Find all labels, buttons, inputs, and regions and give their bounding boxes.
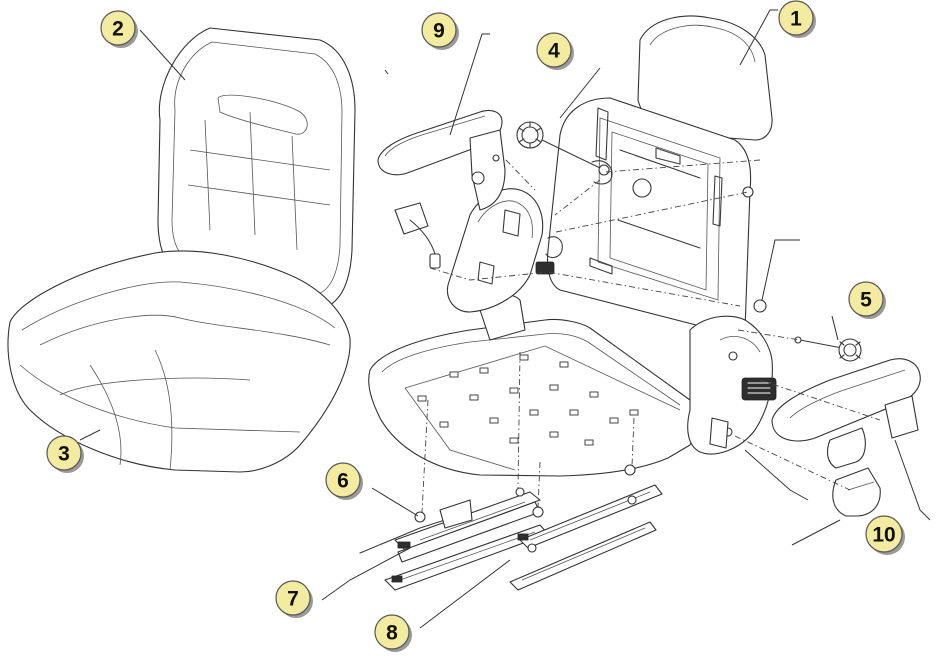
seat-belt-buckle — [394, 202, 441, 269]
callout-label: 7 — [287, 588, 299, 611]
left-hinge-bracket — [446, 188, 563, 313]
right-armrest — [771, 358, 921, 517]
assembly-lines — [421, 159, 881, 513]
slide-rails — [359, 464, 663, 591]
seat-cushion — [7, 250, 351, 473]
pan-slots — [417, 354, 639, 446]
callout-6: 6 — [325, 462, 363, 500]
callout-label: 6 — [337, 470, 349, 493]
callout-label: 8 — [386, 622, 398, 645]
right-knob — [794, 336, 862, 362]
backrest-knob — [516, 121, 610, 176]
callout-label: 9 — [433, 20, 445, 43]
callout-label: 3 — [58, 443, 70, 466]
callout-2: 2 — [100, 10, 138, 48]
callout-label: 4 — [548, 40, 560, 63]
callout-8: 8 — [374, 614, 412, 652]
callout-4: 4 — [536, 32, 574, 70]
callout-7: 7 — [275, 580, 313, 618]
recliner-mechanism — [709, 351, 777, 449]
seat-pan — [368, 294, 777, 477]
left-armrest — [377, 109, 506, 211]
callout-label: 5 — [860, 289, 872, 312]
callout-label: 2 — [112, 18, 124, 41]
backrest-frame — [546, 97, 767, 336]
callout-1: 1 — [778, 0, 816, 38]
callout-10: 10 — [865, 515, 905, 555]
leader-lines — [79, 9, 931, 629]
callout-9: 9 — [421, 12, 459, 50]
callout-label: 1 — [790, 8, 802, 31]
callout-3: 3 — [46, 435, 84, 473]
callout-5: 5 — [848, 281, 886, 319]
callout-label: 10 — [872, 524, 895, 547]
